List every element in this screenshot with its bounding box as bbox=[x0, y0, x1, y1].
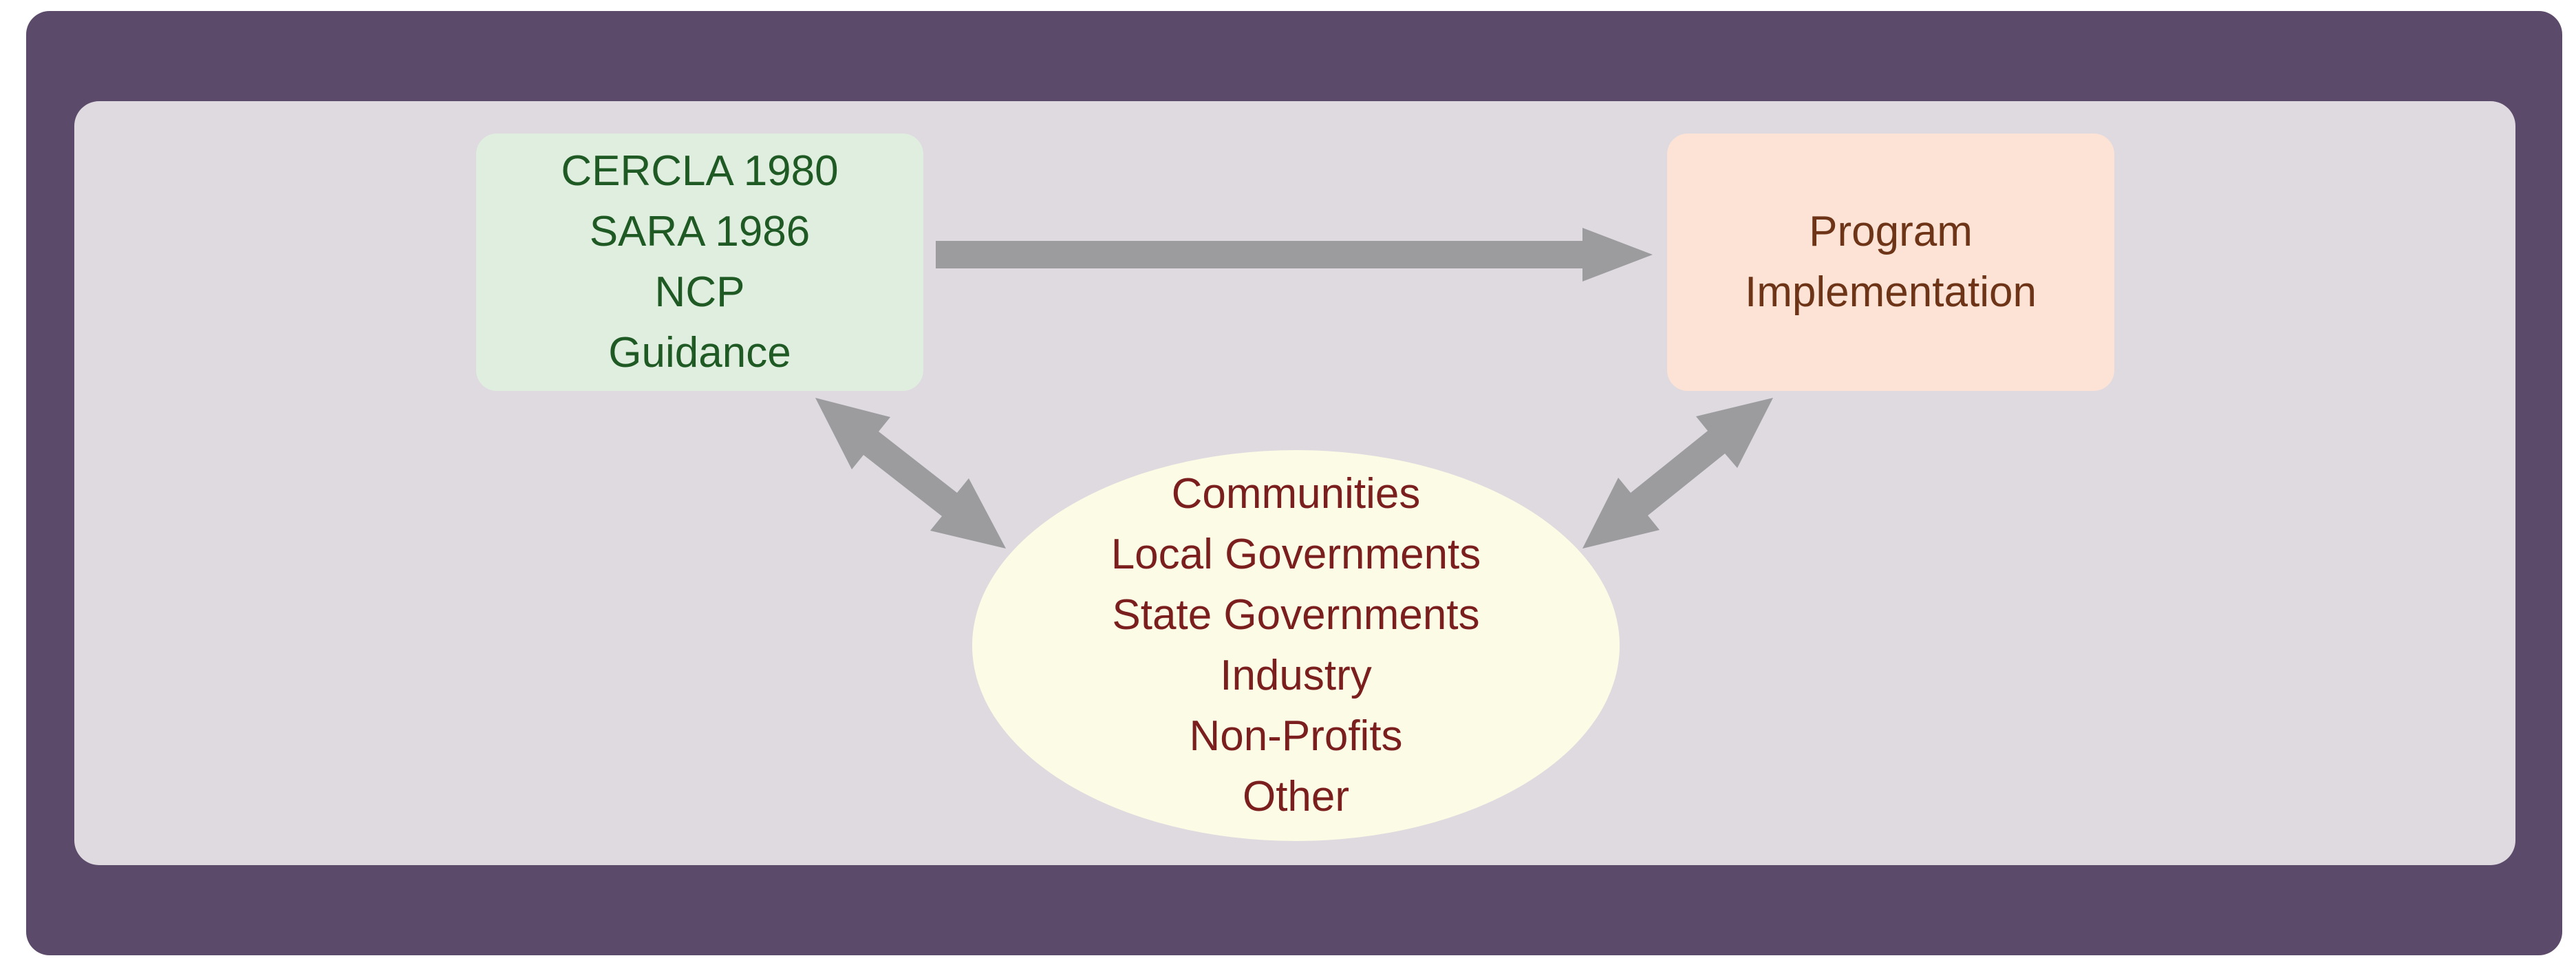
arrow-program-stakeholders bbox=[1582, 398, 1773, 549]
laws-box: CERCLA 1980 SARA 1986 NCP Guidance bbox=[476, 134, 923, 391]
stakeholder-line: Local Governments bbox=[1110, 531, 1481, 578]
laws-line: Guidance bbox=[608, 329, 791, 376]
laws-line: NCP bbox=[654, 268, 745, 316]
program-line: Program bbox=[1809, 208, 1973, 255]
stakeholder-line: State Governments bbox=[1112, 591, 1480, 639]
program-implementation-box: Program Implementation bbox=[1667, 134, 2114, 391]
stakeholder-line: Communities bbox=[1171, 470, 1421, 518]
stakeholder-line: Other bbox=[1242, 773, 1350, 820]
arrow-laws-to-program bbox=[936, 228, 1653, 281]
stakeholder-line: Industry bbox=[1220, 652, 1372, 699]
laws-line: CERCLA 1980 bbox=[561, 147, 839, 195]
laws-line: SARA 1986 bbox=[589, 208, 811, 255]
stakeholder-line: Non-Profits bbox=[1189, 712, 1403, 760]
program-line: Implementation bbox=[1745, 268, 2037, 316]
arrow-laws-stakeholders bbox=[815, 398, 1006, 549]
stakeholders-ellipse: Communities Local Governments State Gove… bbox=[972, 450, 1620, 841]
